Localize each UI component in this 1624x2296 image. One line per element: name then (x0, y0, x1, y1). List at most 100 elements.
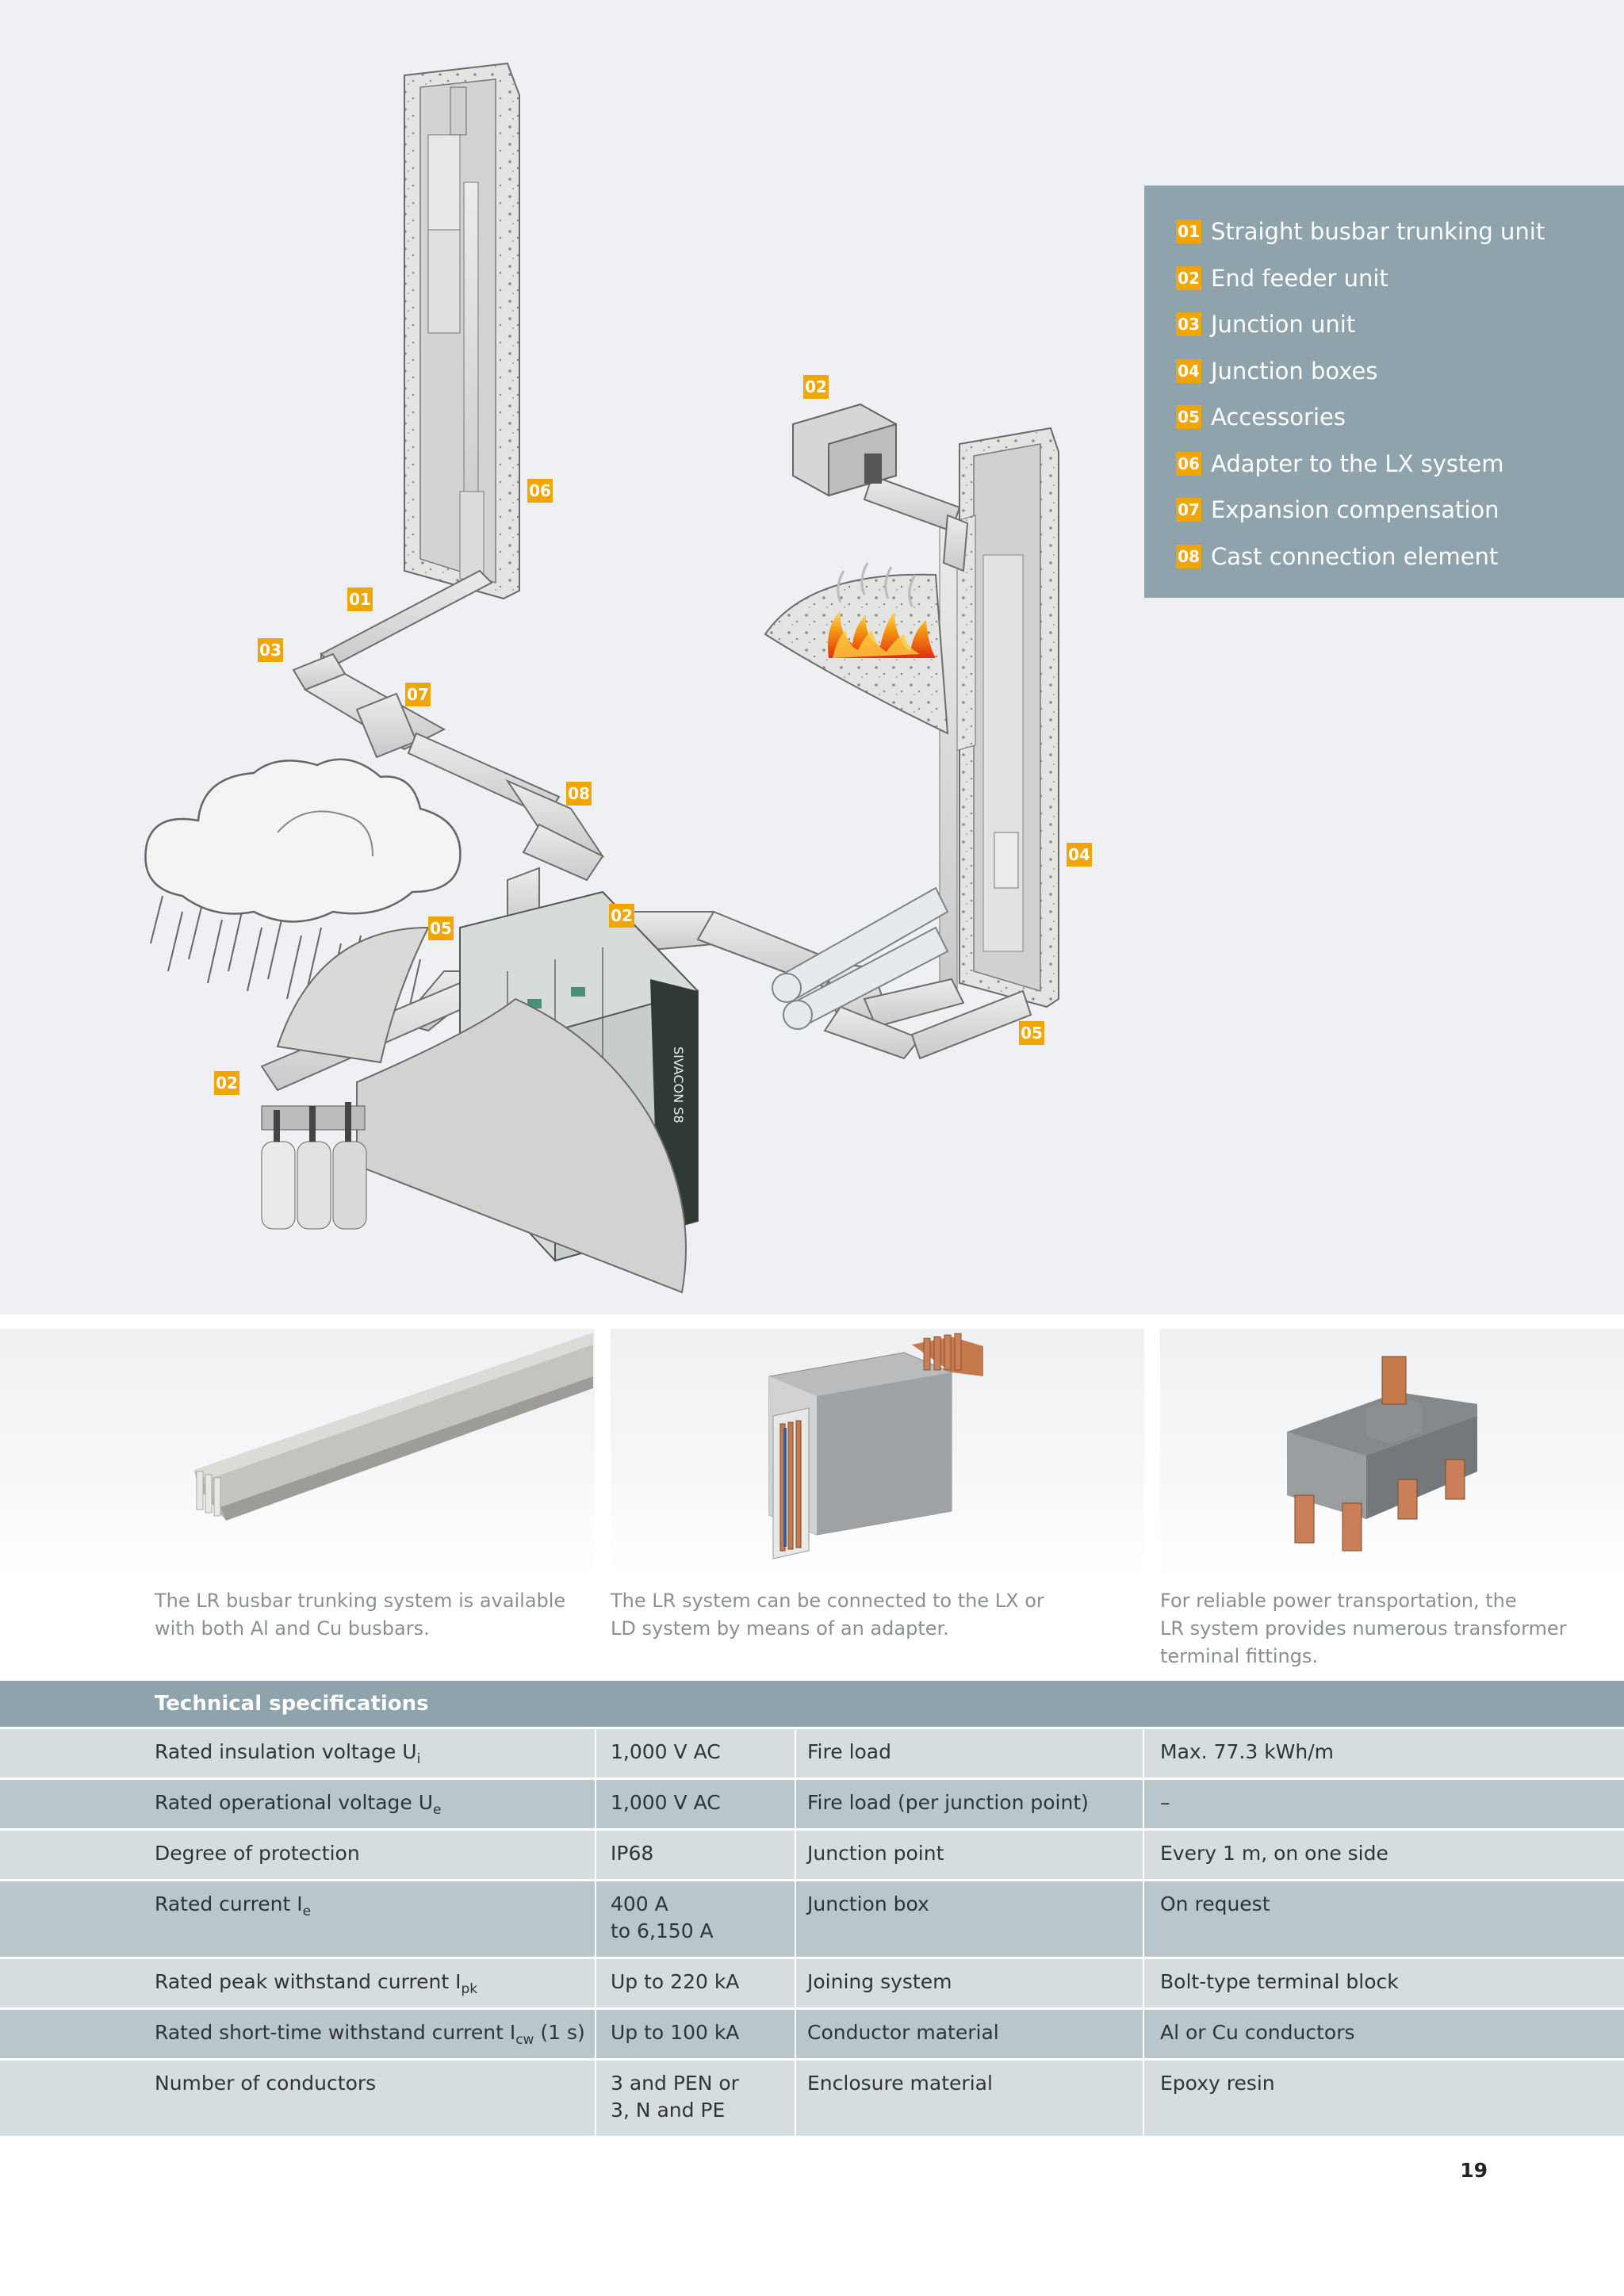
spec-right-label: Enclosure material (807, 2072, 993, 2095)
callout-05-left: 05 (428, 916, 454, 940)
spec-right-value: Epoxy resin (1160, 2072, 1275, 2095)
legend-number: 05 (1176, 405, 1201, 429)
spec-left-label-text: Rated current I (155, 1892, 303, 1915)
caption-line: The LR busbar trunking system is availab… (155, 1590, 566, 1612)
spec-left-value: Up to 220 kA (611, 1969, 739, 1996)
spec-table-header: Technical specifications (0, 1681, 1624, 1727)
caption-line: with both Al and Cu busbars. (155, 1617, 430, 1640)
spec-left-label-text: Rated peak withstand current I (155, 1970, 462, 1993)
spec-left-label: Number of conductors (155, 2070, 376, 2097)
spec-left-label-text: Number of conductors (155, 2072, 377, 2095)
spec-left-value: Up to 100 kA (611, 2019, 739, 2046)
callout-02-middle: 02 (609, 904, 634, 928)
spec-left-label-subscript: i (416, 1751, 421, 1767)
legend-label: End feeder unit (1211, 265, 1388, 292)
caption-terminal-fittings: For reliable power transportation, the L… (1160, 1587, 1567, 1670)
spec-value-cell: Up to 100 kA (596, 2010, 795, 2058)
spec-left-label: Rated current Ie (155, 1891, 311, 1925)
spec-label-cell: Rated current Ie (0, 1881, 595, 1957)
legend-label: Accessories (1211, 404, 1346, 430)
spec-label-cell: Enclosure material (796, 2061, 1143, 2136)
callout-08: 08 (566, 782, 592, 806)
legend-number: 01 (1176, 220, 1201, 243)
spec-left-value-line: 1,000 V AC (611, 1740, 721, 1763)
flames (828, 562, 936, 658)
legend-item: 03 Junction unit (1176, 308, 1355, 340)
spec-left-value: IP68 (611, 1840, 653, 1867)
spec-label-cell: Joining system (796, 1959, 1143, 2007)
spec-left-label: Rated short-time withstand current Icw (… (155, 2019, 585, 2053)
spec-left-value-line: 1,000 V AC (611, 1791, 721, 1814)
spec-left-value: 1,000 V AC (611, 1739, 721, 1766)
spec-label-cell: Fire load (796, 1729, 1143, 1777)
legend-number: 07 (1176, 498, 1201, 522)
legend-item: 02 End feeder unit (1176, 262, 1388, 294)
spec-right-label: Junction point (807, 1842, 944, 1865)
switchgear-brand-label: SIVACON S8 (671, 1047, 686, 1123)
callout-04: 04 (1067, 843, 1092, 867)
spec-value-cell: 1,000 V AC (596, 1780, 795, 1828)
spec-label-cell: Degree of protection (0, 1831, 595, 1879)
spec-left-label-suffix: (1 s) (534, 2021, 585, 2044)
spec-right-label: Joining system (807, 1970, 952, 1993)
callout-02-left: 02 (214, 1071, 239, 1095)
spec-label-cell: Rated peak withstand current Ipk (0, 1959, 595, 2007)
spec-left-label-subscript: pk (461, 1981, 478, 1997)
legend-item: 08 Cast connection element (1176, 541, 1498, 572)
spec-label-cell: Conductor material (796, 2010, 1143, 2058)
spec-right-label: Fire load (per junction point) (807, 1791, 1089, 1814)
spec-value-cell: Epoxy resin (1144, 2061, 1624, 2136)
straight-busbar-illustration (194, 1333, 593, 1521)
spec-label-cell: Number of conductors (0, 2061, 595, 2136)
spec-value-cell: On request (1144, 1881, 1624, 1957)
spec-left-value: 1,000 V AC (611, 1789, 721, 1816)
caption-line: For reliable power transportation, the (1160, 1590, 1517, 1612)
spec-left-label-subscript: cw (515, 2032, 534, 2048)
legend-label: Expansion compensation (1211, 496, 1500, 523)
legend-number: 02 (1176, 266, 1201, 290)
callout-03: 03 (258, 638, 283, 662)
spec-value-cell: – (1144, 1780, 1624, 1828)
caption-straight-busbar: The LR busbar trunking system is availab… (155, 1587, 565, 1643)
legend-number: 08 (1176, 545, 1201, 568)
spec-right-value: Bolt-type terminal block (1160, 1970, 1399, 1993)
spec-table-title: Technical specifications (155, 1692, 429, 1716)
legend-label: Junction boxes (1211, 358, 1378, 385)
spec-row: Rated insulation voltage Ui 1,000 V AC Fir… (0, 1729, 1624, 1777)
spec-left-value-line: Up to 100 kA (611, 2021, 740, 2044)
spec-left-value-line: IP68 (611, 1842, 654, 1865)
spec-value-cell: Max. 77.3 kWh/m (1144, 1729, 1624, 1777)
spec-left-label-text: Rated operational voltage U (155, 1791, 434, 1814)
legend-number: 03 (1176, 312, 1201, 336)
spec-left-label-subscript: e (302, 1904, 312, 1919)
system-illustration: SIVACON S8 01 02 02 02 0 (0, 0, 1624, 1314)
spec-left-label: Rated peak withstand current Ipk (155, 1969, 477, 2003)
spec-right-value: Al or Cu conductors (1160, 2021, 1355, 2044)
legend-number: 04 (1176, 359, 1201, 383)
legend-item: 01 Straight busbar trunking unit (1176, 216, 1545, 247)
legend-label: Adapter to the LX system (1211, 450, 1504, 477)
caption-line: The LR system can be connected to the LX… (611, 1590, 1044, 1612)
spec-left-label-text: Rated insulation voltage U (155, 1740, 417, 1763)
legend-label: Junction unit (1211, 311, 1356, 338)
spec-label-cell: Junction box (796, 1881, 1143, 1957)
spec-left-label-text: Degree of protection (155, 1842, 360, 1865)
floor-slab (276, 926, 687, 1294)
end-feeder-box-top (792, 403, 897, 497)
callout-05-right: 05 (1019, 1021, 1044, 1045)
legend-label: Straight busbar trunking unit (1211, 218, 1545, 245)
page-number: 19 (1460, 2159, 1488, 2182)
caption-line: LR system provides numerous transformer (1160, 1617, 1567, 1640)
spec-left-label: Degree of protection (155, 1840, 360, 1867)
photo-straight-busbar (0, 1329, 595, 1576)
terminal-fitting-illustration (1287, 1356, 1477, 1552)
spec-left-value-line: 3, N and PE (611, 2099, 726, 2122)
caption-line: LD system by means of an adapter. (611, 1617, 949, 1640)
spec-right-value: On request (1160, 1892, 1270, 1915)
